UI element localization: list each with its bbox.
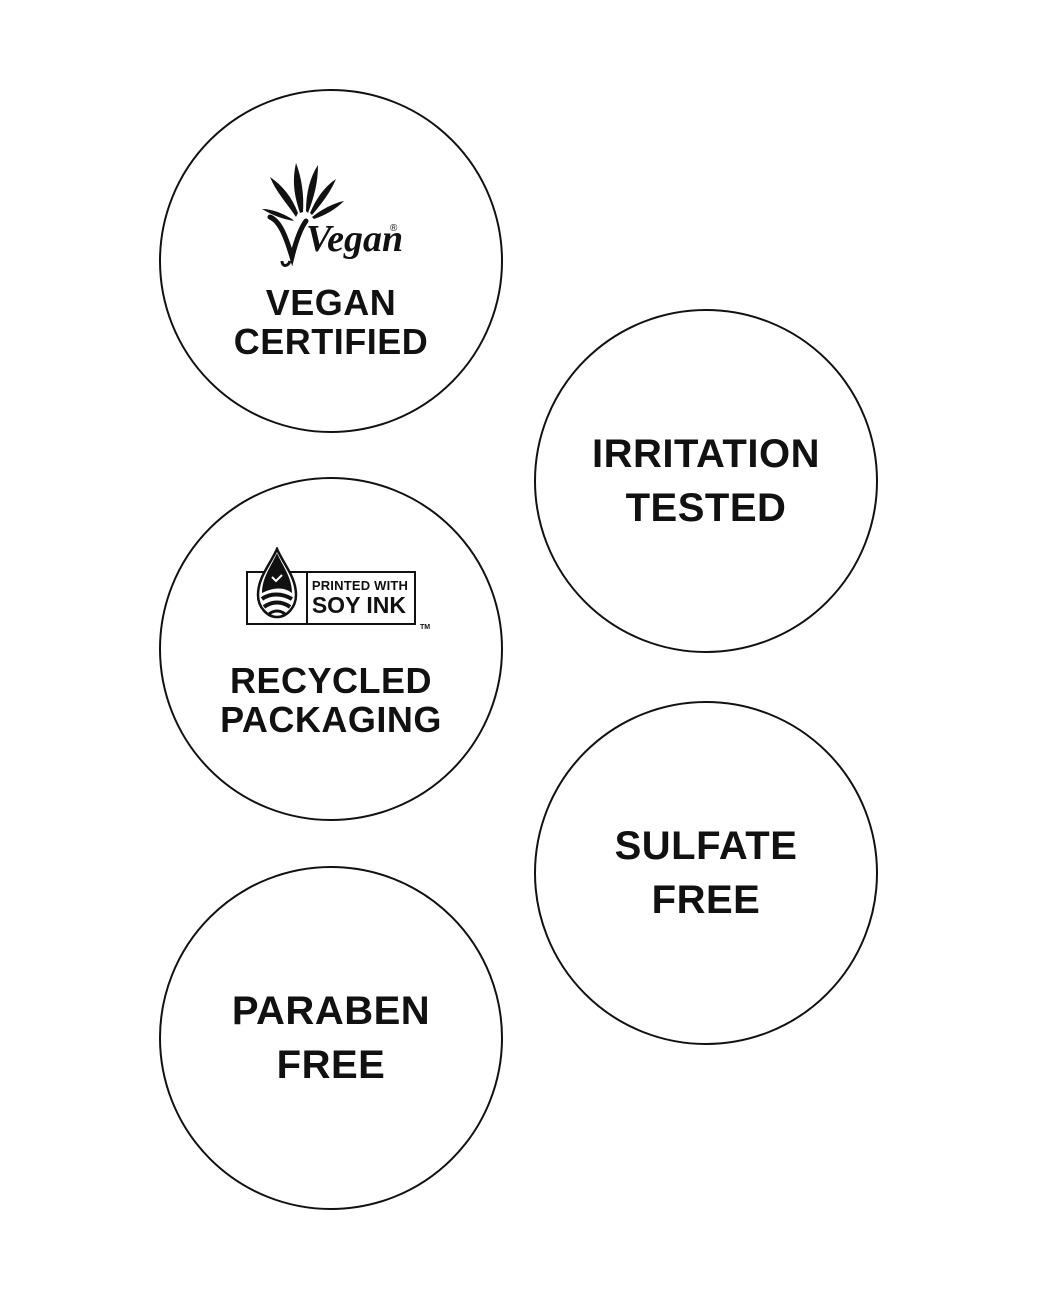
badge-line1: PARABEN: [231, 989, 431, 1033]
badge-line1: IRRITATION: [592, 432, 820, 476]
soy-logo-line2: SOY INK: [311, 592, 406, 618]
badge-line2: TESTED: [625, 486, 787, 530]
soy-logo-line1: PRINTED WITH: [311, 578, 409, 593]
paraben-free-label: PARABEN FREE: [232, 984, 430, 1092]
vegan-logo-icon: Vegan ®: [262, 163, 403, 267]
soy-ink-logo: PRINTED WITH SOY INK TM: [245, 547, 430, 631]
badge-line1: RECYCLED: [229, 660, 433, 701]
paraben-free-badge: PARABEN FREE: [159, 866, 503, 1210]
recycled-packaging-badge: PRINTED WITH SOY INK TM RECYCLED PACKAGI…: [159, 477, 503, 821]
badge-line2: CERTIFIED: [233, 321, 429, 362]
recycled-packaging-label: RECYCLED PACKAGING: [220, 661, 442, 739]
irritation-tested-label: IRRITATION TESTED: [592, 427, 820, 535]
badge-line2: FREE: [276, 1043, 386, 1087]
badge-line1: SULFATE: [614, 824, 798, 868]
vegan-certified-label: VEGAN CERTIFIED: [234, 283, 429, 361]
sulfate-free-label: SULFATE FREE: [615, 819, 798, 927]
badge-line2: PACKAGING: [220, 699, 442, 740]
sulfate-free-badge: SULFATE FREE: [534, 701, 878, 1045]
soy-logo-trademark: TM: [420, 624, 431, 631]
badge-line1: VEGAN: [265, 282, 397, 323]
soy-drop-icon: [248, 547, 308, 623]
vegan-certified-badge: Vegan ® VEGAN CERTIFIED: [159, 89, 503, 433]
vegan-logo-registered-mark: ®: [390, 223, 398, 234]
vegan-logo-text: Vegan: [306, 218, 403, 260]
irritation-tested-badge: IRRITATION TESTED: [534, 309, 878, 653]
badge-line2: FREE: [651, 878, 761, 922]
